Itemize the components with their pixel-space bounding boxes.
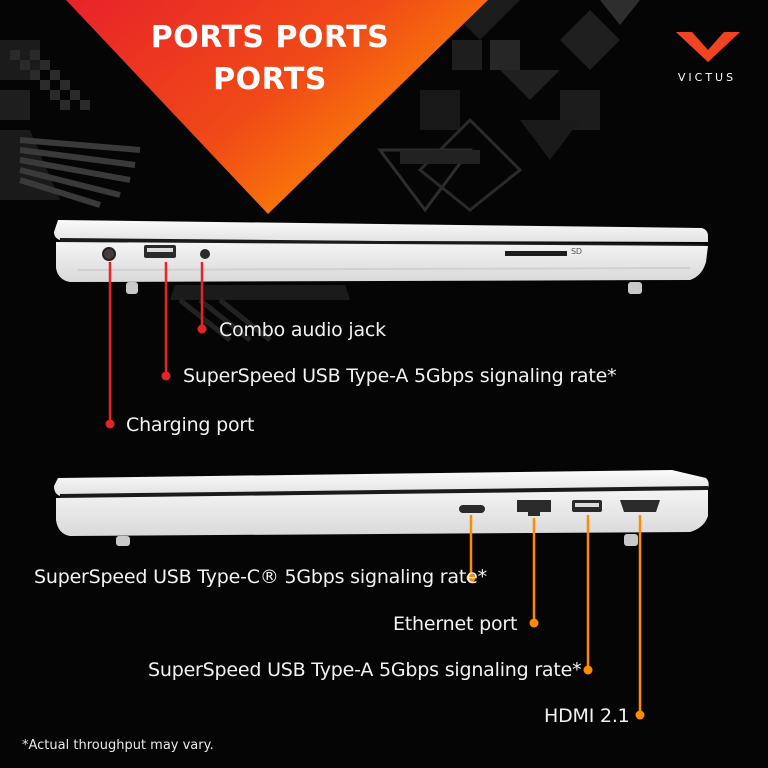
callout-label-usb-a-right: SuperSpeed USB Type-A 5Gbps signaling ra…	[148, 659, 582, 681]
footnote: *Actual throughput may vary.	[22, 738, 214, 753]
sd-slot-label: SD	[571, 247, 582, 256]
callout-label-usb-c: SuperSpeed USB Type-C® 5Gbps signaling r…	[34, 566, 487, 588]
laptop-left-side	[54, 220, 708, 294]
callout-dot-audio-jack	[197, 324, 207, 334]
callout-label-audio-jack: Combo audio jack	[219, 319, 386, 341]
headline-banner	[66, 0, 488, 214]
laptop-right-side	[54, 470, 709, 546]
callout-label-hdmi: HDMI 2.1	[544, 705, 630, 727]
callout-dot-usb-a-right	[583, 665, 593, 675]
headline-line-2: PORTS	[213, 62, 327, 97]
victus-logo	[676, 32, 740, 62]
callout-dot-usb-a-left	[161, 371, 171, 381]
callout-label-charging-port: Charging port	[126, 414, 255, 436]
brand-name: VICTUS	[677, 71, 737, 84]
callout-label-ethernet-port: Ethernet port	[393, 613, 518, 635]
callout-dot-charging-port	[105, 419, 115, 429]
headline-line-1: PORTS PORTS	[150, 20, 390, 55]
callout-dot-hdmi	[635, 710, 645, 720]
callout-lines	[105, 262, 645, 720]
callout-dot-ethernet-port	[529, 618, 539, 628]
callout-dot-usb-c	[466, 573, 476, 583]
callout-label-usb-a-left: SuperSpeed USB Type-A 5Gbps signaling ra…	[183, 365, 617, 387]
